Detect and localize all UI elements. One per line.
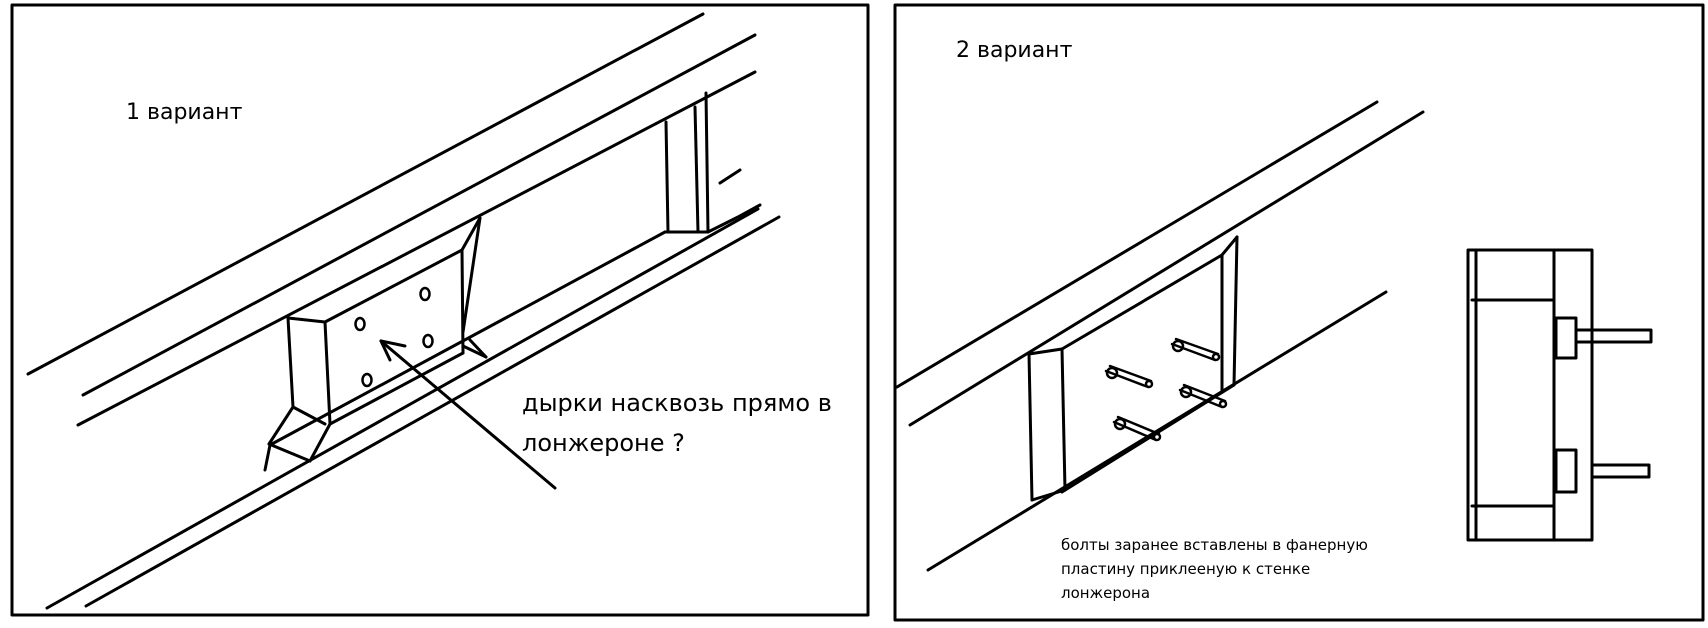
- panel-1-holes: [354, 286, 434, 388]
- panel-2-bolts: [1104, 337, 1228, 442]
- panel-1-far-stiffener: [664, 91, 742, 234]
- panel-1-frame: [10, 3, 870, 617]
- panel-2-frame: [893, 3, 1705, 622]
- variant-1-title: 1 вариант: [126, 100, 243, 125]
- variant-1-note: дырки насквозь прямо в лонжероне ?: [522, 383, 852, 463]
- variant-2-title: 2 вариант: [956, 38, 1073, 63]
- panel-2-plywood-plate: [1027, 235, 1239, 502]
- variant-2-note-line-2: пластину приклееную к стенке: [1061, 560, 1311, 578]
- variant-2-note: болты заранее вставлены в фанерную пласт…: [1061, 533, 1381, 605]
- variant-2-note-line-3: лонжерона: [1061, 584, 1151, 602]
- variant-1-note-line-1: дырки насквозь прямо в: [522, 389, 832, 417]
- panel-2-spar: [895, 100, 1425, 572]
- variant-2-note-line-1: болты заранее вставлены в фанерную: [1061, 536, 1368, 554]
- panel-2-section-view: [1466, 248, 1653, 542]
- variant-1-note-line-2: лонжероне ?: [522, 429, 685, 457]
- panel-1-arrow: [379, 339, 557, 490]
- panel-1-spar: [26, 12, 781, 610]
- panel-1-reinforcement-plate: [267, 216, 488, 463]
